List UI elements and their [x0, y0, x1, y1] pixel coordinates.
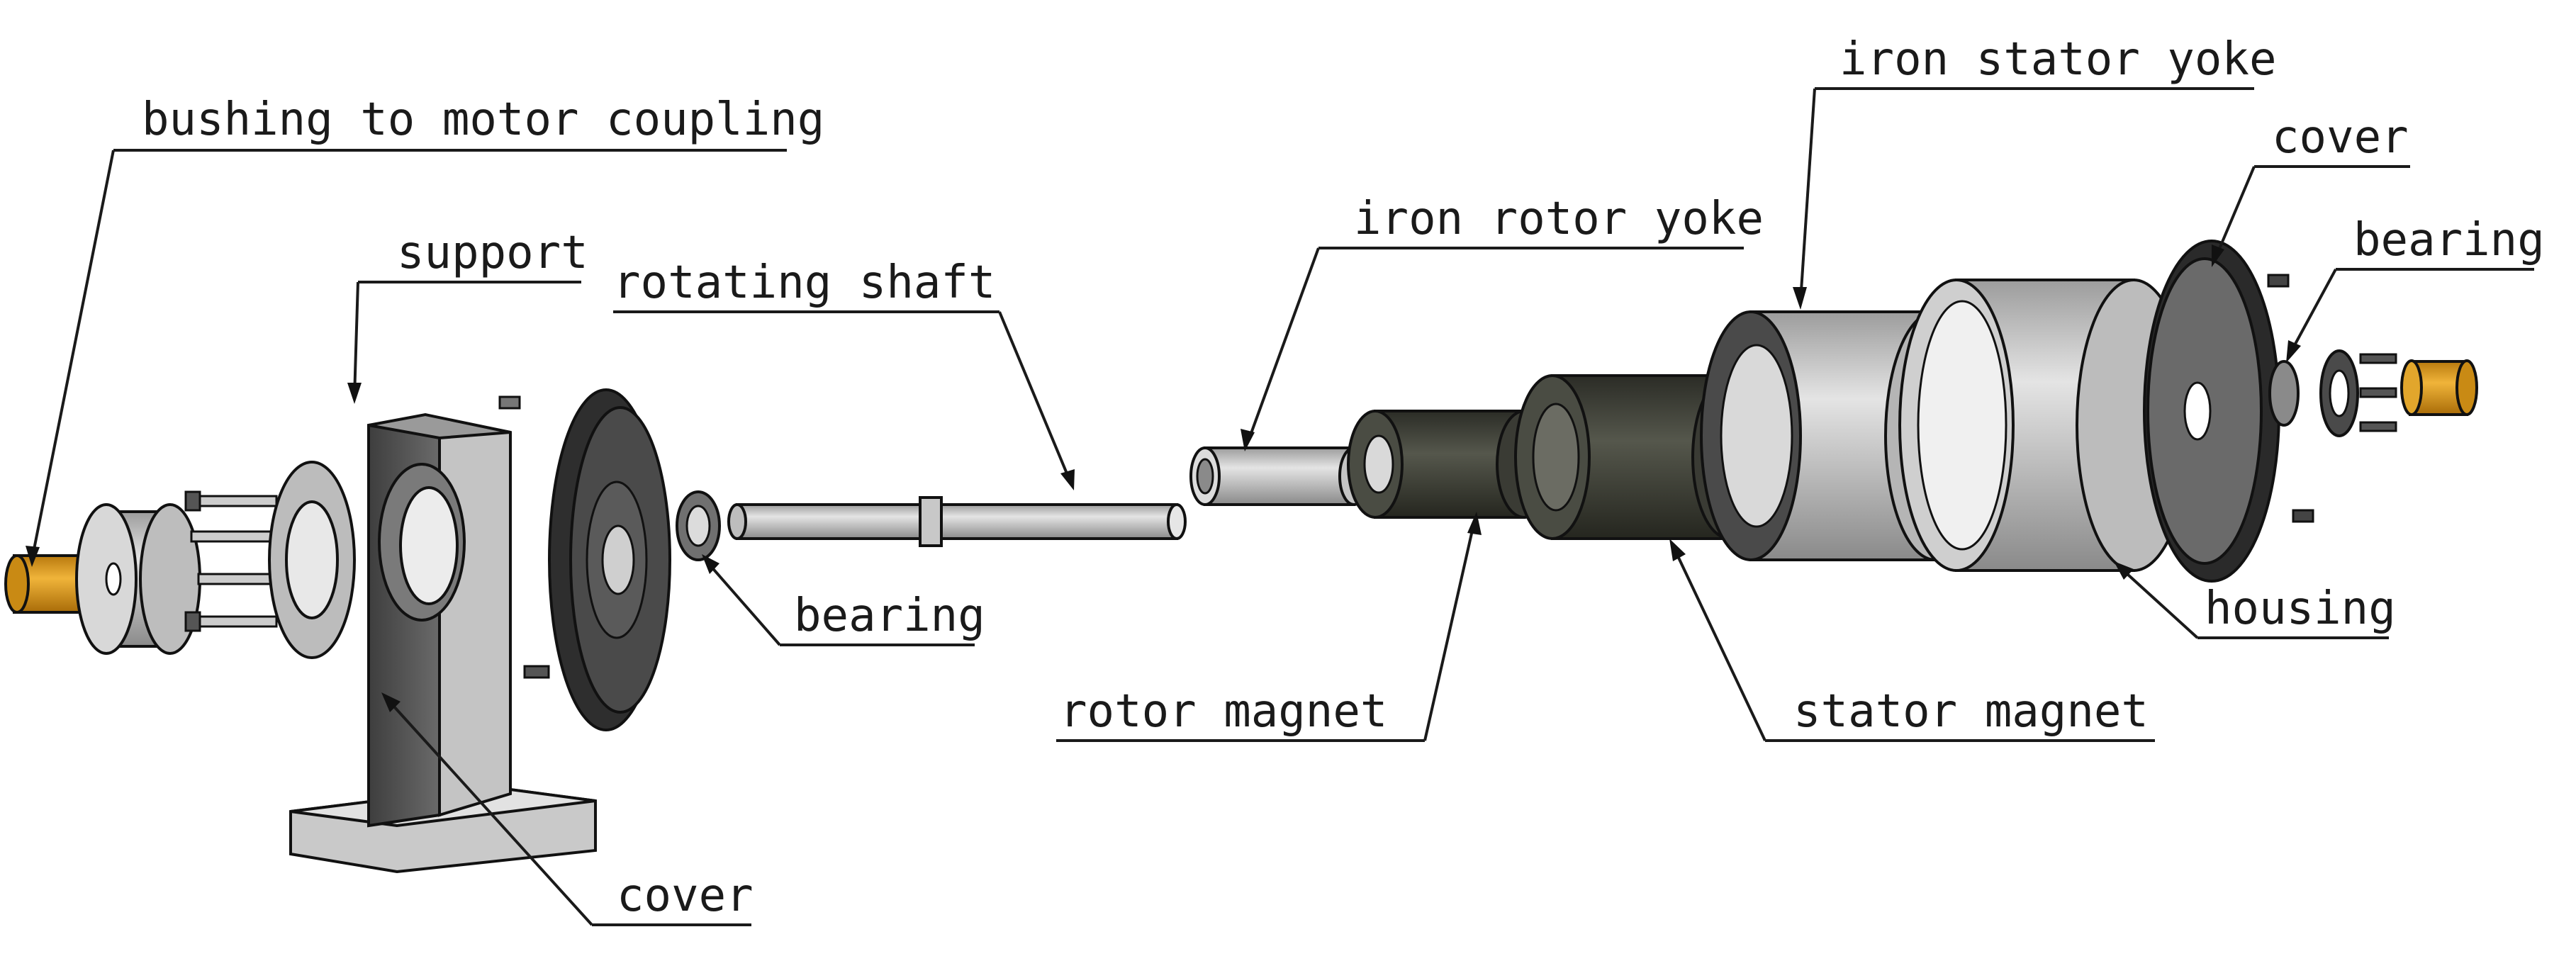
- coupling-screws: [184, 490, 278, 632]
- label-cover-bottom: cover: [617, 870, 754, 922]
- screw: [498, 395, 521, 410]
- bearing-left-part: [676, 490, 721, 561]
- label-stator-magnet: stator magnet: [1793, 685, 2149, 738]
- label-rotating-shaft: rotating shaft: [613, 257, 995, 309]
- rotating-shaft: [727, 496, 1187, 547]
- cover-plate-left: [548, 388, 671, 731]
- label-iron-rotor-yoke: iron rotor yoke: [1354, 193, 1764, 245]
- label-bearing-left: bearing: [794, 590, 985, 642]
- screw: [2292, 509, 2314, 523]
- bushing-right: [2400, 359, 2478, 416]
- label-iron-stator-yoke: iron stator yoke: [1839, 33, 2277, 86]
- label-bearing-right: bearing: [2353, 214, 2545, 266]
- label-housing: housing: [2205, 583, 2396, 635]
- support: [289, 412, 597, 874]
- bushing-left: [4, 554, 86, 614]
- iron-rotor-yoke: [1189, 446, 1370, 506]
- cover-plate-right: [2143, 240, 2280, 583]
- bearing-right-part: [2268, 349, 2359, 437]
- label-bushing-to-motor-coupling: bushing to motor coupling: [142, 94, 824, 146]
- coupling-hub: [75, 503, 201, 655]
- label-rotor-magnet: rotor magnet: [1060, 685, 1387, 738]
- label-support: support: [397, 227, 588, 279]
- bearing-right-screws: [2359, 353, 2397, 432]
- flange: [268, 461, 356, 659]
- screw: [523, 665, 550, 679]
- screw: [2267, 274, 2290, 288]
- label-cover-right: cover: [2272, 111, 2409, 164]
